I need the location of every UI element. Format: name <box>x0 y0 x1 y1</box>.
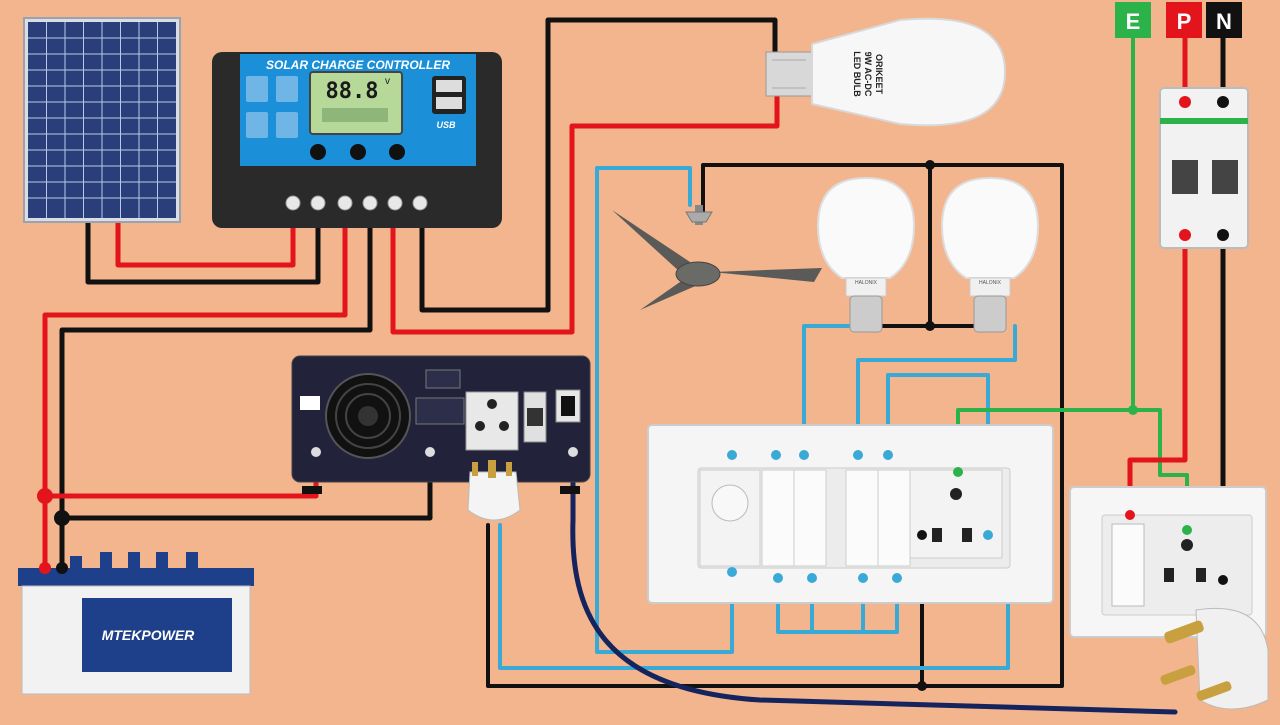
switch-2 <box>793 469 827 567</box>
wire-bulb1-feed <box>802 324 862 457</box>
panel-icon <box>246 76 268 102</box>
switch-4 <box>877 469 911 567</box>
switchboard <box>647 424 1054 604</box>
lock-icon <box>276 112 298 138</box>
junction-battery-positive <box>37 488 53 504</box>
menu-button <box>310 144 326 160</box>
switch-3 <box>845 469 879 567</box>
plug-bottom-right <box>1160 607 1269 710</box>
usb-label: USB <box>436 120 456 130</box>
mcb-breaker <box>1159 87 1249 249</box>
wire-panel-negative <box>85 217 321 285</box>
mains-switch <box>1111 523 1145 607</box>
plug-top-inverter <box>467 460 521 521</box>
bulb-top-line3: LED BULB <box>852 51 862 97</box>
bulb-top-line1: ORIKEET <box>874 54 884 95</box>
inverter <box>291 355 591 494</box>
wire-load-negative <box>419 17 778 313</box>
led-bulb-1: HALONIX <box>816 176 916 333</box>
switch-1 <box>761 469 795 567</box>
lcd-reading: 88.8 <box>326 79 379 104</box>
lcd-status-icons <box>322 108 388 122</box>
lcd-unit: v <box>385 76 390 87</box>
junction-neutral-a <box>925 160 935 170</box>
junction-battery-negative <box>54 510 70 526</box>
controller-title: SOLAR CHARGE CONTROLLER <box>266 58 450 72</box>
bulb-top-line2: 9W AC-DC <box>863 52 873 97</box>
charge-controller: SOLAR CHARGE CONTROLLER 88.8 v USB <box>212 52 502 228</box>
switchboard-socket <box>909 469 1003 559</box>
up-button <box>389 144 405 160</box>
down-button <box>350 144 366 160</box>
wire-neutral-loop <box>486 163 1064 688</box>
junction-neutral-b <box>925 321 935 331</box>
clock-icon <box>246 112 268 138</box>
wire-panel-positive <box>115 217 296 268</box>
mains-socket-box <box>1069 486 1267 638</box>
regulator-knob <box>711 484 749 522</box>
earth-tag: E <box>1126 9 1141 34</box>
wire-battery-positive <box>42 225 348 573</box>
fuse-icon <box>300 396 320 410</box>
terminal-tags: E P N <box>1115 2 1242 38</box>
wire-bulb2-feed <box>856 324 1017 457</box>
led-bulb-2: HALONIX <box>940 176 1040 333</box>
wire-inverter-positive <box>42 449 319 499</box>
battery-brand: MTEKPOWER <box>102 627 195 643</box>
ceiling-fan <box>612 205 822 310</box>
battery-caps <box>70 552 198 570</box>
led-bulb-top: ORIKEET 9W AC-DC LED BULB <box>765 17 1007 127</box>
wire-load-positive <box>390 92 780 335</box>
battery: MTEKPOWER <box>18 552 254 695</box>
neutral-tag: N <box>1216 9 1232 34</box>
wire-inverter-output <box>570 449 1178 715</box>
bulb-1-brand: HALONIX <box>855 280 878 286</box>
controller-terminals <box>285 195 428 211</box>
gear-icon <box>276 76 298 102</box>
bulb-2-brand: HALONIX <box>979 280 1002 286</box>
junction-neutral-c <box>917 681 927 691</box>
solar-panel <box>23 17 181 223</box>
switchboard-terminals <box>727 450 993 583</box>
wire-fan-feed <box>595 166 734 654</box>
junction-earth <box>1128 405 1138 415</box>
wire-battery-negative <box>59 225 373 573</box>
phase-tag: P <box>1177 9 1192 34</box>
